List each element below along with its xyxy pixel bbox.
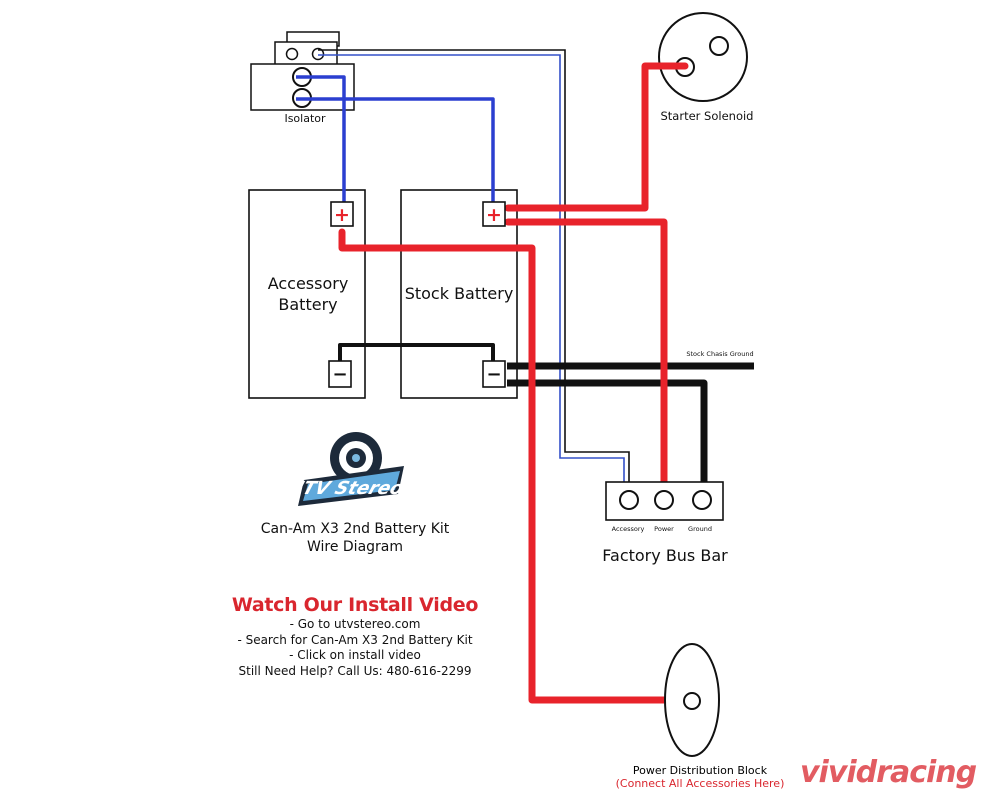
minus-terminal-icon: − bbox=[486, 364, 501, 385]
power-distribution-block-label: Power Distribution Block bbox=[632, 764, 768, 777]
factory-bus-bar-label: Factory Bus Bar bbox=[602, 546, 728, 565]
starter-solenoid-label: Starter Solenoid bbox=[661, 109, 754, 123]
isolator-label: Isolator bbox=[284, 112, 326, 125]
accessory-battery-label-line1: Accessory bbox=[268, 274, 349, 293]
accessory-battery-positive-terminal: + bbox=[330, 201, 354, 227]
diagram-title: Can-Am X3 2nd Battery Kit Wire Diagram bbox=[200, 520, 510, 556]
isolator-blue-wires bbox=[296, 75, 495, 206]
accessory-battery-negative-terminal: − bbox=[328, 360, 352, 388]
ground-wires bbox=[338, 343, 754, 496]
help-phone-line: Still Need Help? Call Us: 480-616-2299 bbox=[238, 663, 472, 678]
accessory-trigger-wire bbox=[318, 49, 630, 492]
stock-battery-positive-terminal: + bbox=[482, 201, 506, 227]
install-step-1: - Go to utvstereo.com bbox=[289, 617, 421, 631]
vividracing-watermark: vividracing bbox=[800, 755, 977, 790]
bus-ground-label: Ground bbox=[688, 525, 712, 533]
diagram-title-line1: Can-Am X3 2nd Battery Kit bbox=[260, 521, 450, 537]
minus-terminal-icon: − bbox=[332, 364, 347, 385]
connect-accessories-note: (Connect All Accessories Here) bbox=[615, 777, 785, 790]
bus-power-label: Power bbox=[654, 525, 674, 533]
positive-red-wires bbox=[338, 62, 698, 704]
factory-bus-bar bbox=[605, 481, 724, 521]
install-steps: - Go to utvstereo.com - Search for Can-A… bbox=[200, 617, 510, 679]
bus-accessory-label: Accessory bbox=[612, 525, 645, 533]
install-step-3: - Click on install video bbox=[289, 648, 421, 662]
accessory-battery-label-line2: Battery bbox=[278, 295, 337, 314]
utv-stereo-logo-icon: UTV Stereo bbox=[285, 432, 406, 506]
power-distribution-block bbox=[664, 643, 720, 757]
power-distribution-block-caption: Power Distribution Block (Connect All Ac… bbox=[590, 764, 810, 790]
watch-install-video-heading: Watch Our Install Video bbox=[231, 594, 479, 616]
starter-solenoid bbox=[658, 12, 748, 102]
stock-battery-negative-terminal: − bbox=[482, 360, 506, 388]
plus-terminal-icon: + bbox=[486, 204, 502, 226]
diagram-title-line2: Wire Diagram bbox=[306, 539, 404, 555]
stock-chassis-ground-label: Stock Chasis Ground bbox=[686, 350, 753, 358]
stock-battery-label: Stock Battery bbox=[405, 284, 514, 303]
logo-text: UTV Stereo bbox=[285, 478, 406, 498]
install-step-2: - Search for Can-Am X3 2nd Battery Kit bbox=[237, 632, 473, 647]
plus-terminal-icon: + bbox=[334, 204, 350, 226]
